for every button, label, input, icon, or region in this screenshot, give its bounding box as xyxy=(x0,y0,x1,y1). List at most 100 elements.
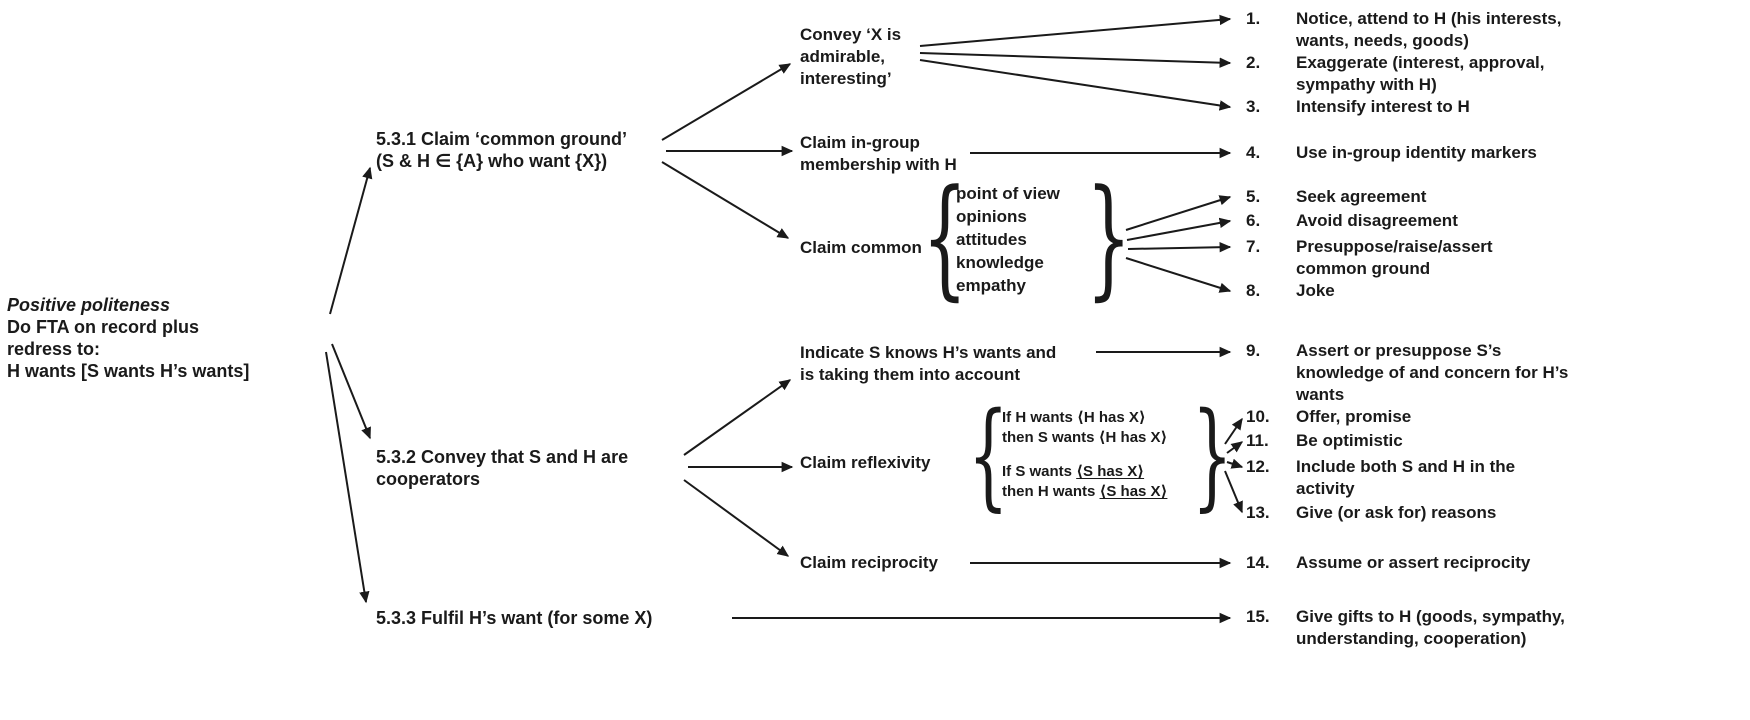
branch-532-fan-arrows xyxy=(683,379,794,557)
strategy-text: Seek agreement xyxy=(1296,187,1427,206)
reflexivity-right-brace-icon: } xyxy=(1192,388,1233,523)
common-list-item: opinions xyxy=(956,207,1027,226)
strategy-number: 9. xyxy=(1246,341,1261,360)
strategy-text: Assume or assert reciprocity xyxy=(1296,553,1531,572)
strategy-text: Joke xyxy=(1296,281,1335,300)
common-list-left-brace-icon: { xyxy=(922,161,968,313)
branch-5-3-2: 5.3.2 Convey that S and H are cooperator… xyxy=(376,446,628,490)
arrow-line xyxy=(1125,257,1232,293)
conditional-line: If H wants ⟨H has X⟩ xyxy=(1002,409,1146,426)
strategy-item-15: 15. Give gifts to H (goods, sympathy, un… xyxy=(1246,606,1631,650)
root-line: H wants [S wants H’s wants] xyxy=(7,361,250,381)
strategy-item-1: 1. Notice, attend to H (his interests, w… xyxy=(1246,8,1606,52)
conditional-line: then H wants ⟨S has X⟩ xyxy=(1002,482,1167,502)
strategy-number: 15. xyxy=(1246,607,1270,626)
strategy-text: Assert or presuppose S’s knowledge of an… xyxy=(1296,341,1569,404)
reflexivity-conditionals: If H wants ⟨H has X⟩ then S wants ⟨H has… xyxy=(1002,408,1167,502)
conditional-underlined-text: ⟨S has X⟩ xyxy=(1099,483,1168,500)
strategy-item-13: 13. Give (or ask for) reasons xyxy=(1246,502,1496,524)
node-indicate-knows-wants: Indicate S knows H’s wants and is taking… xyxy=(800,342,1056,386)
node-label-line: Claim in-group xyxy=(800,133,920,152)
strategy-item-4: 4. Use in-group identity markers xyxy=(1246,142,1537,164)
branch-label-line: (S & H ∈ {A} who want {X}) xyxy=(376,151,608,171)
arrow-line xyxy=(683,479,790,557)
strategy-number: 11. xyxy=(1246,431,1269,450)
strategy-text: Include both S and H in the activity xyxy=(1296,457,1516,498)
arrow-line xyxy=(919,52,1232,68)
root-line: redress to: xyxy=(7,339,101,359)
strategy-item-2: 2. Exaggerate (interest, approval, sympa… xyxy=(1246,52,1606,96)
strategy-item-10: 10. Offer, promise xyxy=(1246,406,1411,428)
arrow-line xyxy=(919,59,1232,111)
node-label-line: Indicate S knows H’s wants and xyxy=(800,343,1057,362)
arrow-line xyxy=(1127,242,1232,253)
common-list-item: point of view xyxy=(956,184,1060,203)
strategy-item-6: 6. Avoid disagreement xyxy=(1246,210,1458,232)
strategy-text: Presuppose/raise/assert common ground xyxy=(1296,237,1493,278)
conditional-text: then H wants xyxy=(1002,483,1100,500)
strategy-text: Give (or ask for) reasons xyxy=(1296,503,1497,522)
node-label-line: Claim common xyxy=(800,238,922,257)
spacer xyxy=(1002,448,1167,462)
node-label-line: membership with H xyxy=(800,155,957,174)
root-node: Positive politeness Do FTA on record plu… xyxy=(7,294,249,382)
arrow-line xyxy=(329,166,373,315)
root-fan-arrows xyxy=(325,166,373,604)
strategy-text: Use in-group identity markers xyxy=(1296,143,1537,162)
strategy-number: 1. xyxy=(1246,9,1261,28)
branch-5-3-1: 5.3.1 Claim ‘common ground’ (S & H ∈ {A}… xyxy=(376,128,627,172)
node-claim-ingroup-membership: Claim in-group membership with H xyxy=(800,132,957,176)
branch-531-fan-arrows xyxy=(661,63,794,239)
strategy-item-12: 12. Include both S and H in the activity xyxy=(1246,456,1571,500)
arrow-line xyxy=(919,14,1232,47)
root-line: Do FTA on record plus xyxy=(7,317,199,337)
strategy-text: Give gifts to H (goods, sympathy, unders… xyxy=(1296,607,1565,648)
strategy-text: Exaggerate (interest, approval, sympathy… xyxy=(1296,53,1545,94)
strategy-item-14: 14. Assume or assert reciprocity xyxy=(1246,552,1530,574)
arrow-line xyxy=(1126,217,1232,241)
strategy-number: 2. xyxy=(1246,53,1261,72)
arrow-line xyxy=(325,351,370,604)
arrow-line xyxy=(1226,441,1244,454)
branch-label-line: cooperators xyxy=(376,469,481,489)
strategy-number: 4. xyxy=(1246,143,1261,162)
strategy-number: 6. xyxy=(1246,211,1261,230)
common-list-item: attitudes xyxy=(956,230,1027,249)
node-label-line: Claim reciprocity xyxy=(800,553,938,572)
strategy-item-8: 8. Joke xyxy=(1246,280,1335,302)
strategy-item-3: 3. Intensify interest to H xyxy=(1246,96,1470,118)
common-list-right-brace-icon: } xyxy=(1086,161,1132,313)
strategy-text: Notice, attend to H (his interests, want… xyxy=(1296,9,1562,50)
node-label-line: admirable, xyxy=(800,47,886,66)
arrow-line xyxy=(661,161,790,239)
branch-label-line: 5.3.1 Claim ‘common ground’ xyxy=(376,129,628,149)
arrow-line xyxy=(661,63,792,141)
strategy-number: 5. xyxy=(1246,187,1261,206)
node-label-line: interesting’ xyxy=(800,69,892,88)
strategy-item-9: 9. Assert or presuppose S’s knowledge of… xyxy=(1246,340,1581,406)
conditional-line: If S wants ⟨S has X⟩ xyxy=(1002,462,1167,482)
convey-fan-arrows xyxy=(919,14,1232,111)
strategy-number: 8. xyxy=(1246,281,1261,300)
strategy-item-11: 11. Be optimistic xyxy=(1246,430,1403,452)
strategy-item-5: 5. Seek agreement xyxy=(1246,186,1426,208)
arrow-line xyxy=(1226,458,1244,469)
node-label-line: is taking them into account xyxy=(800,365,1021,384)
strategy-text: Intensify interest to H xyxy=(1296,97,1470,116)
common-list-item: empathy xyxy=(956,276,1026,295)
common-ground-list: point of view opinions attitudes knowled… xyxy=(956,182,1060,297)
strategy-number: 13. xyxy=(1246,503,1270,522)
reflexivity-left-brace-icon: { xyxy=(968,388,1009,523)
arrow-line xyxy=(1224,417,1243,445)
strategy-number: 3. xyxy=(1246,97,1261,116)
arrow-line xyxy=(1224,470,1243,514)
conditional-line: then S wants ⟨H has X⟩ xyxy=(1002,429,1168,446)
arrow-line xyxy=(683,379,792,456)
strategy-text: Avoid disagreement xyxy=(1296,211,1458,230)
node-label-line: Convey ‘X is xyxy=(800,25,902,44)
strategy-number: 12. xyxy=(1246,457,1270,476)
reflexivity-fan-arrows xyxy=(1224,417,1244,514)
strategy-number: 10. xyxy=(1246,407,1270,426)
